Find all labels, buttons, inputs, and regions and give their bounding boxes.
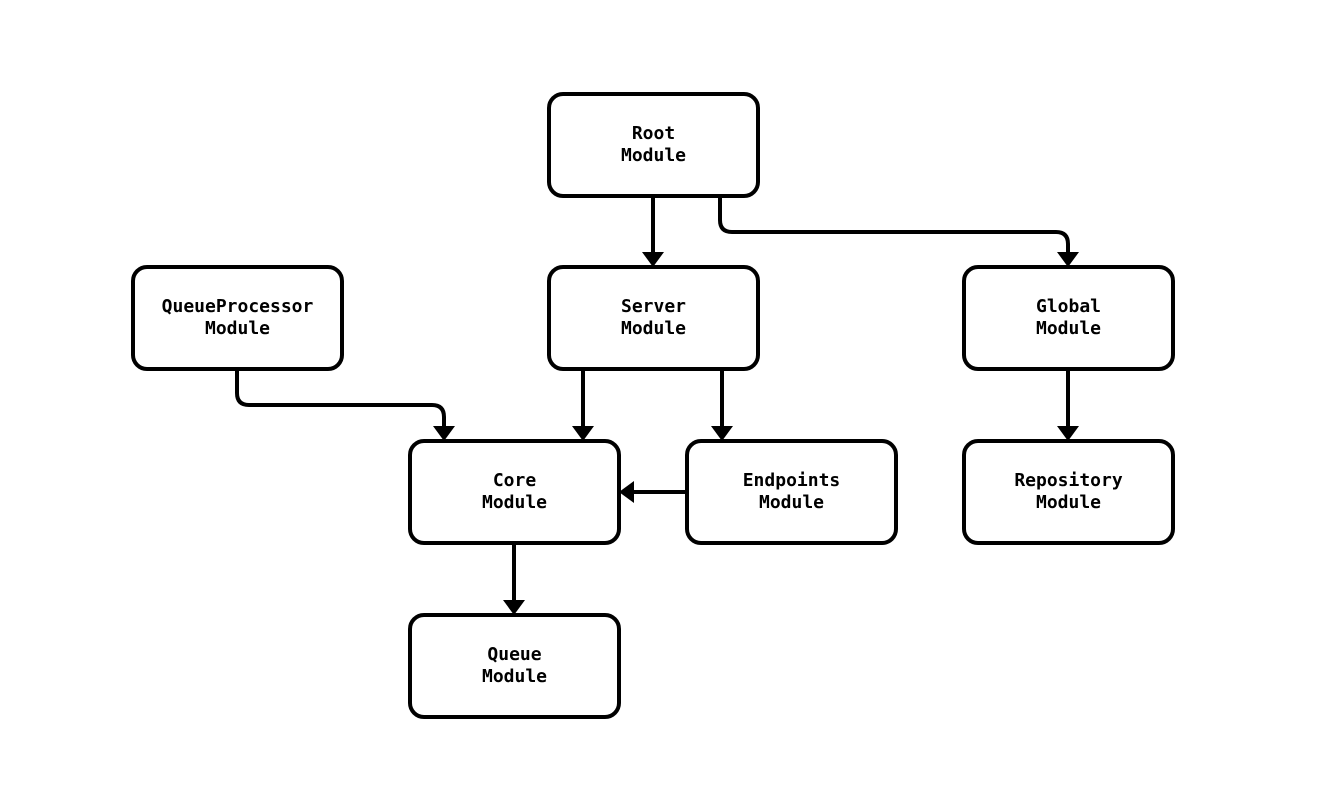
edge-endpoints-to-core <box>619 481 687 503</box>
edge-core-to-queue-arrowhead <box>503 600 525 615</box>
root-module-box[interactable] <box>547 92 760 198</box>
server-module-box[interactable] <box>547 265 760 371</box>
queueprocessor-module-label-line2: Module <box>205 318 270 339</box>
core-module-label-line2: Module <box>482 492 547 513</box>
edge-global-to-repository <box>1057 369 1079 441</box>
edge-root-to-server <box>642 196 664 267</box>
edge-queueprocessor-to-core-arrowhead <box>433 426 455 441</box>
edge-layer <box>235 196 1079 615</box>
repository-module-box[interactable] <box>962 439 1175 545</box>
queueprocessor-module-label-line1: QueueProcessor <box>162 296 314 317</box>
queue-module-label-line2: Module <box>482 666 547 687</box>
edge-root-to-global <box>718 196 1079 267</box>
endpoints-module-label-line2: Module <box>759 492 824 513</box>
root-module-label-line1: Root <box>632 123 675 144</box>
queueprocessor-module-box[interactable] <box>131 265 344 371</box>
repository-module-label-line1: Repository <box>1014 470 1123 491</box>
global-module-label-line1: Global <box>1036 296 1101 317</box>
root-module-label-line2: Module <box>621 145 686 166</box>
edge-root-to-server-arrowhead <box>642 252 664 267</box>
edge-root-to-global-line <box>718 196 1070 253</box>
edge-server-to-core <box>572 369 594 441</box>
edge-core-to-queue <box>503 543 525 615</box>
edge-server-to-core-arrowhead <box>572 426 594 441</box>
core-module-box[interactable] <box>408 439 621 545</box>
queue-module-box[interactable] <box>408 613 621 719</box>
edge-server-to-endpoints <box>711 369 733 441</box>
edge-root-to-global-arrowhead <box>1057 252 1079 267</box>
edge-server-to-endpoints-arrowhead <box>711 426 733 441</box>
server-module-label-line2: Module <box>621 318 686 339</box>
node-layer: RootModuleQueueProcessorModuleServerModu… <box>131 92 1175 719</box>
server-module-label-line1: Server <box>621 296 686 317</box>
edge-queueprocessor-to-core <box>235 369 455 441</box>
endpoints-module-label-line1: Endpoints <box>743 470 841 491</box>
global-module-box[interactable] <box>962 265 1175 371</box>
global-module-label-line2: Module <box>1036 318 1101 339</box>
edge-global-to-repository-arrowhead <box>1057 426 1079 441</box>
queue-module-label-line1: Queue <box>487 644 541 665</box>
edge-endpoints-to-core-arrowhead <box>619 481 634 503</box>
endpoints-module-box[interactable] <box>685 439 898 545</box>
edge-queueprocessor-to-core-line <box>235 369 446 427</box>
repository-module-label-line2: Module <box>1036 492 1101 513</box>
core-module-label-line1: Core <box>493 470 537 491</box>
